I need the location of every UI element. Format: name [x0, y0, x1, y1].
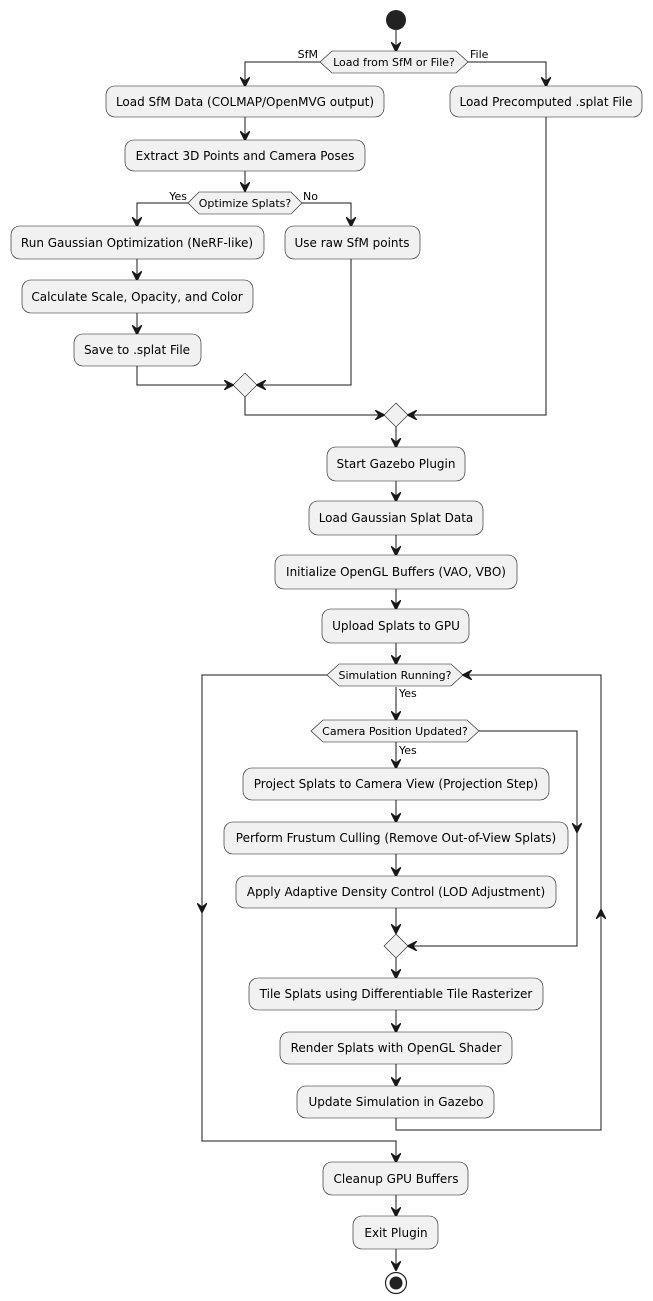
activity-init-buffers-label: Initialize OpenGL Buffers (VAO, VBO): [286, 565, 506, 579]
activity-adaptive-density-label: Apply Adaptive Density Control (LOD Adju…: [247, 885, 545, 899]
merge-camera: [383, 933, 409, 959]
activity-use-raw-points-label: Use raw SfM points: [294, 236, 409, 250]
branch-label-file: File: [470, 48, 489, 61]
activity-start-plugin-label: Start Gazebo Plugin: [337, 457, 456, 471]
edge-merge-to-outer: [244, 397, 384, 415]
end-node: [384, 1271, 408, 1295]
activity-update-simulation: Update Simulation in Gazebo: [296, 1085, 495, 1119]
activity-load-sfm-data-label: Load SfM Data (COLMAP/OpenMVG output): [116, 95, 374, 109]
edge-raw-to-merge: [257, 259, 352, 385]
activity-adaptive-density: Apply Adaptive Density Control (LOD Adju…: [235, 875, 557, 909]
activity-project-splats: Project Splats to Camera View (Projectio…: [242, 767, 550, 801]
decision-sim-running: Simulation Running?: [326, 663, 464, 687]
activity-load-sfm-data: Load SfM Data (COLMAP/OpenMVG output): [105, 85, 385, 118]
edge-sfm-branch: [245, 61, 320, 86]
merge-outer: [383, 402, 409, 428]
activity-render-splats: Render Splats with OpenGL Shader: [279, 1031, 513, 1065]
edge-file-to-outer: [408, 117, 547, 415]
branch-label-camera-yes: Yes: [398, 744, 417, 757]
activity-tile-splats-label: Tile Splats using Differentiable Tile Ra…: [259, 987, 533, 1001]
edge-camera-no: [408, 730, 578, 946]
merge-inner: [232, 372, 258, 398]
decision-optimize: Optimize Splats?: [187, 191, 303, 215]
decision-sim-running-label: Simulation Running?: [338, 669, 451, 682]
edge-save-to-merge: [136, 366, 233, 385]
activity-load-precomputed: Load Precomputed .splat File: [449, 85, 643, 118]
activity-load-splat-data-label: Load Gaussian Splat Data: [319, 511, 474, 525]
activity-tile-splats: Tile Splats using Differentiable Tile Ra…: [248, 977, 544, 1011]
activity-calculate-scale-label: Calculate Scale, Opacity, and Color: [31, 290, 242, 304]
edges: [137, 30, 601, 1270]
activity-frustum-culling-label: Perform Frustum Culling (Remove Out-of-V…: [236, 831, 556, 845]
activity-upload-splats: Upload Splats to GPU: [321, 608, 470, 644]
decision-camera-updated: Camera Position Updated?: [310, 719, 480, 743]
activity-cleanup-buffers-label: Cleanup GPU Buffers: [334, 1172, 459, 1186]
activity-run-gaussian-optimization-label: Run Gaussian Optimization (NeRF-like): [21, 236, 253, 250]
decision-camera-updated-label: Camera Position Updated?: [322, 725, 468, 738]
edge-optimize-yes: [137, 202, 188, 226]
activity-load-precomputed-label: Load Precomputed .splat File: [459, 95, 632, 109]
activity-init-buffers: Initialize OpenGL Buffers (VAO, VBO): [274, 554, 518, 590]
start-node: [386, 10, 406, 30]
activity-project-splats-label: Project Splats to Camera View (Projectio…: [254, 777, 538, 791]
branch-label-optimize-yes: Yes: [168, 190, 187, 203]
activity-cleanup-buffers: Cleanup GPU Buffers: [322, 1161, 469, 1196]
activity-exit-plugin-label: Exit Plugin: [364, 1226, 427, 1240]
edge-sim-no: [201, 674, 396, 1162]
activity-save-splat-file: Save to .splat File: [73, 333, 202, 367]
activity-upload-splats-label: Upload Splats to GPU: [332, 619, 460, 633]
activity-use-raw-points: Use raw SfM points: [284, 225, 421, 260]
activity-extract-points: Extract 3D Points and Camera Poses: [124, 139, 366, 172]
activity-start-plugin: Start Gazebo Plugin: [326, 446, 466, 482]
activity-save-splat-file-label: Save to .splat File: [84, 343, 190, 357]
activity-calculate-scale: Calculate Scale, Opacity, and Color: [21, 279, 254, 314]
activity-exit-plugin: Exit Plugin: [352, 1215, 439, 1250]
activity-update-simulation-label: Update Simulation in Gazebo: [308, 1095, 483, 1109]
activity-extract-points-label: Extract 3D Points and Camera Poses: [136, 149, 355, 163]
branch-label-sfm: SfM: [298, 48, 318, 61]
edge-optimize-no: [302, 202, 351, 226]
branch-label-sim-yes: Yes: [398, 687, 417, 700]
branch-label-optimize-no: No: [303, 190, 318, 203]
activity-render-splats-label: Render Splats with OpenGL Shader: [291, 1041, 502, 1055]
decision-load-source-label: Load from SfM or File?: [333, 56, 455, 69]
decision-load-source: Load from SfM or File?: [319, 50, 469, 74]
edge-loop-back: [395, 675, 602, 1131]
decision-optimize-label: Optimize Splats?: [199, 197, 292, 210]
edge-file-branch: [468, 61, 546, 86]
activity-load-splat-data: Load Gaussian Splat Data: [308, 500, 484, 536]
activity-run-gaussian-optimization: Run Gaussian Optimization (NeRF-like): [10, 225, 265, 260]
activity-frustum-culling: Perform Frustum Culling (Remove Out-of-V…: [223, 821, 569, 855]
